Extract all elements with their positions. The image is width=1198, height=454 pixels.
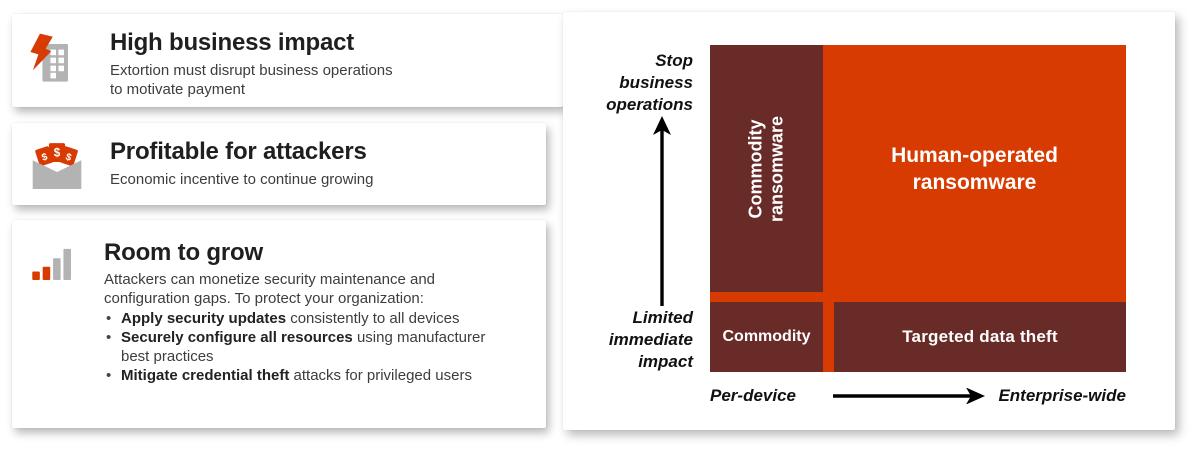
x-axis-right-label: Enterprise-wide (998, 386, 1126, 405)
y-axis-arrow (653, 116, 671, 306)
y-axis-top-label: Stop business operations (606, 51, 693, 114)
lightning-building-icon-svg (30, 33, 68, 82)
y-axis-bottom-label: Limited immediate impact (608, 308, 693, 371)
bullet-rest-text: consistently to all devices (286, 310, 460, 327)
card-body-line: configuration gaps. To protect your orga… (104, 290, 424, 307)
card-high-business-impact: High business impact Extortion must disr… (12, 14, 563, 107)
bullet-rest-text: attacks for privileged users (289, 367, 472, 384)
money-tags-envelope-icon: $ $ $ (30, 141, 86, 198)
growth-bars-icon (30, 246, 80, 285)
bullet-rest-text: using manufacturer (352, 329, 486, 346)
quadrant-chart: Human-operated ransomware Commodity rans… (710, 45, 1126, 372)
card-title: Profitable for attackers (110, 138, 367, 165)
card-title: Room to grow (104, 239, 263, 266)
card-body-line: to motivate payment (110, 81, 246, 98)
bullet-apply-security-updates: Apply security updates consistently to a… (104, 309, 485, 328)
card-body: Extortion must disrupt business operatio… (110, 61, 393, 99)
bullet-securely-configure: Securely configure all resources using m… (104, 328, 485, 366)
card-profitable-for-attackers: $ $ $ Profitable for attackers Economic … (12, 123, 546, 205)
card-body: Economic incentive to continue growing (110, 170, 373, 189)
card-body-line: Economic incentive to continue growing (110, 171, 374, 188)
bullet-bold-text: Securely configure all resources (121, 329, 353, 346)
svg-text:$: $ (40, 151, 49, 163)
lightning-building-icon (28, 32, 86, 97)
svg-text:$: $ (64, 152, 73, 164)
protection-bullet-list: Apply security updates consistently to a… (104, 309, 485, 385)
bullet-bold-text: Apply security updates (121, 310, 287, 327)
bullet-wrap-line: best practices (121, 348, 214, 365)
bullet-line: Securely configure all resources using m… (121, 328, 485, 347)
quadrant-label: Human-operated ransomware (891, 143, 1058, 194)
card-body: Attackers can monetize security maintena… (104, 270, 485, 308)
bullet-bold-text: Mitigate credential theft (121, 367, 290, 384)
quadrant-commodity: Commodity (710, 302, 823, 372)
x-axis-left-label: Per-device (710, 386, 796, 405)
card-body-line: Attackers can monetize security maintena… (104, 271, 436, 288)
quadrant-commodity-ransomware: Commodity ransomware (710, 45, 823, 292)
card-title: High business impact (110, 29, 355, 56)
ransomware-impact-matrix-panel: Stop business operations Limited immedia… (563, 12, 1175, 430)
svg-text:$: $ (54, 147, 61, 160)
money-tags-envelope-icon-svg: $ $ $ (32, 143, 82, 190)
quadrant-human-operated-ransomware: Human-operated ransomware (823, 45, 1126, 292)
bullet-mitigate-credential-theft: Mitigate credential theft attacks for pr… (104, 366, 485, 385)
card-body-line: Extortion must disrupt business operatio… (110, 62, 393, 79)
x-axis: Per-device Enterprise-wide (710, 381, 1126, 411)
quadrant-label: Targeted data theft (902, 327, 1058, 346)
quadrant-label: Commodity (722, 328, 811, 345)
x-axis-arrow (833, 388, 986, 404)
quadrant-targeted-data-theft: Targeted data theft (834, 302, 1126, 372)
card-room-to-grow: Room to grow Attackers can monetize secu… (12, 220, 546, 428)
growth-bars-icon-svg (32, 248, 71, 280)
quadrant-label: Commodity ransomware (745, 115, 787, 222)
